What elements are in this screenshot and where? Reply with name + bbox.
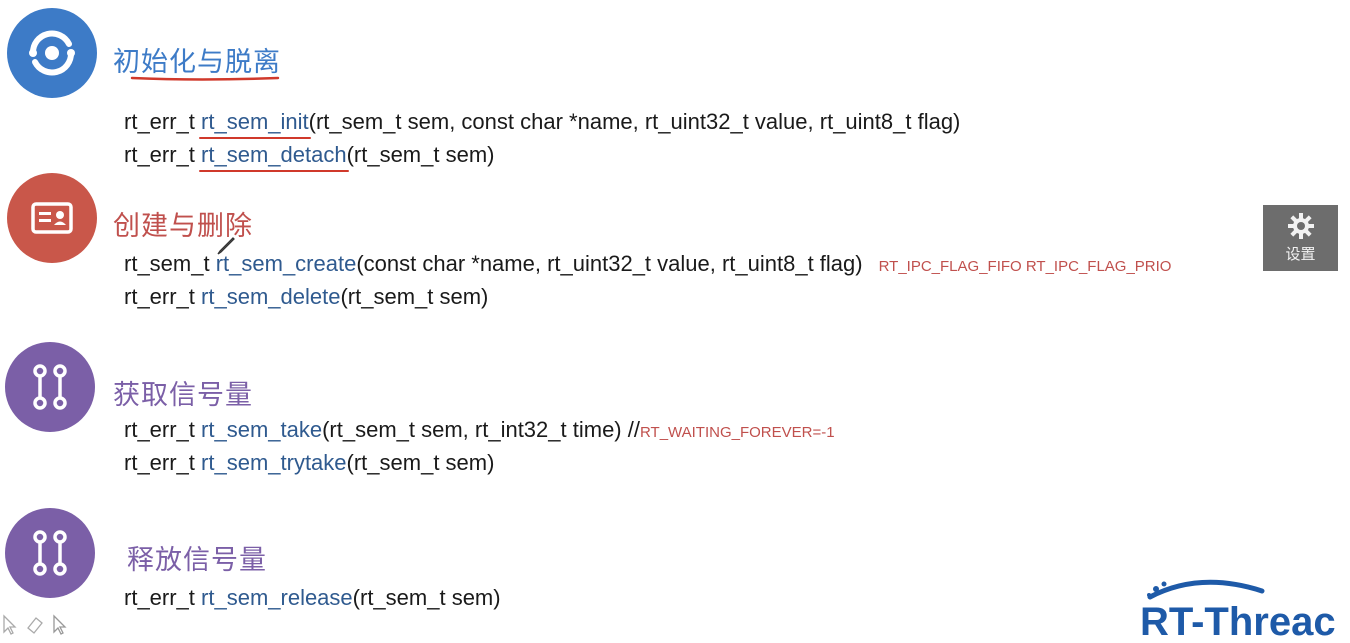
title-underline [130, 76, 280, 81]
fn-rt-sem-delete: rt_sem_delete [201, 284, 341, 309]
code-line-sem-create: rt_sem_t rt_sem_create(const char *name,… [124, 251, 1172, 276]
code-line-sem-delete: rt_err_t rt_sem_delete(rt_sem_t sem) [124, 284, 489, 309]
settings-button[interactable]: 设置 [1263, 205, 1338, 271]
link-chain-icon [33, 364, 67, 410]
fn-rt-sem-take: rt_sem_take [201, 417, 323, 442]
section-icon-release [5, 508, 95, 598]
code-line-sem-detach: rt_err_t rt_sem_detach(rt_sem_t sem) [124, 142, 495, 167]
pointer-arrow-icon[interactable] [0, 614, 20, 636]
presentation-toolbar [0, 614, 70, 636]
waiting-forever-note: RT_WAITING_FOREVER=-1 [639, 424, 835, 441]
rt-thread-logo: RT-Threac [1140, 575, 1350, 643]
pen-cursor-icon [217, 237, 235, 255]
eraser-icon[interactable] [24, 614, 46, 636]
cursor-icon[interactable] [50, 614, 70, 636]
settings-label: 设置 [1285, 245, 1316, 263]
fn-rt-sem-create: rt_sem_create [215, 251, 357, 276]
logo-swoosh-icon [1147, 579, 1265, 600]
flag-note: RT_IPC_FLAG_FIFO RT_IPC_FLAG_PRIO [878, 258, 1172, 275]
fn-rt-sem-init: rt_sem_init [201, 109, 309, 134]
section-title-create: 创建与删除 [113, 211, 253, 242]
sync-circle-icon [29, 30, 75, 76]
id-card-icon [31, 202, 73, 234]
gear-icon [1287, 213, 1314, 239]
code-line-sem-take: rt_err_t rt_sem_take(rt_sem_t sem, rt_in… [124, 417, 835, 442]
section-icon-create [7, 173, 97, 263]
link-chain-icon [33, 530, 67, 576]
section-icon-take [5, 342, 95, 432]
fn-rt-sem-trytake: rt_sem_trytake [201, 450, 347, 475]
code-line-sem-trytake: rt_err_t rt_sem_trytake(rt_sem_t sem) [124, 450, 495, 475]
code-line-sem-init: rt_err_t rt_sem_init(rt_sem_t sem, const… [124, 109, 961, 134]
section-icon-init [7, 8, 97, 98]
fn-rt-sem-detach: rt_sem_detach [201, 142, 347, 167]
section-title-init: 初始化与脱离 [113, 47, 281, 78]
fn-rt-sem-release: rt_sem_release [201, 585, 353, 610]
logo-text: RT-Threac [1140, 600, 1336, 643]
section-title-release: 释放信号量 [127, 545, 267, 576]
section-title-take: 获取信号量 [113, 380, 253, 411]
code-line-sem-release: rt_err_t rt_sem_release(rt_sem_t sem) [124, 585, 501, 610]
